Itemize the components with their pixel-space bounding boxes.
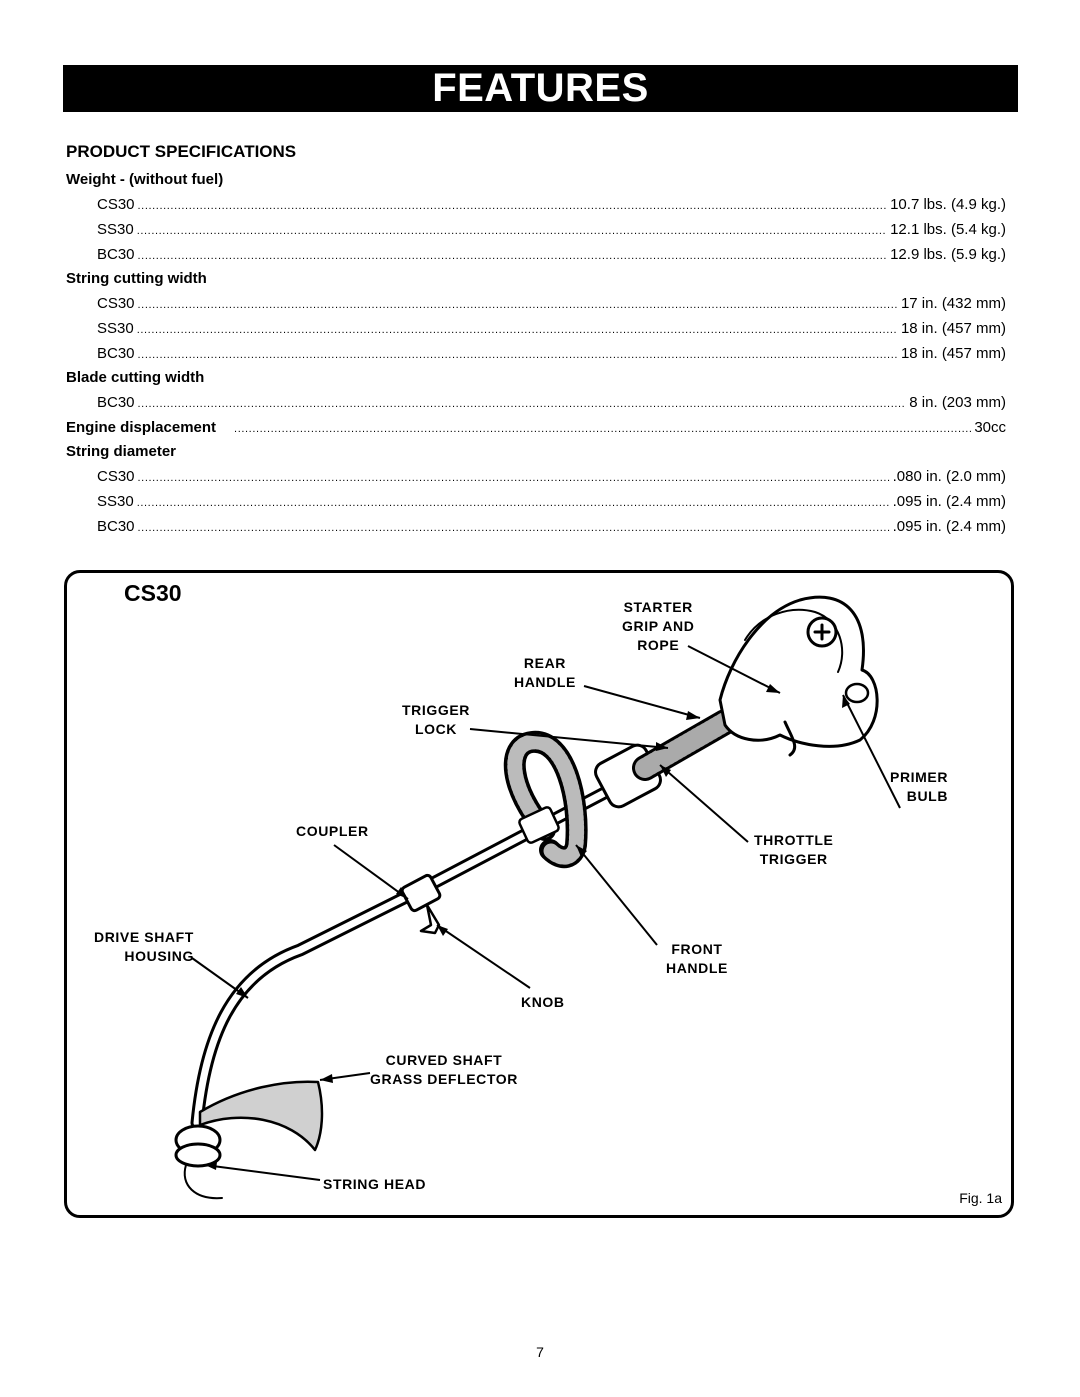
string-cutting-width-label: String cutting width	[66, 270, 207, 287]
model-name: SS30	[97, 320, 134, 337]
spec-value: .095 in. (2.4 mm)	[892, 493, 1006, 510]
model-name: BC30	[97, 345, 135, 362]
spec-row: BC30 12.9 lbs. (5.9 kg.)	[66, 242, 1006, 267]
model-name: CS30	[97, 468, 135, 485]
callout-throttle-trigger: THROTTLE TRIGGER	[754, 832, 834, 867]
callout-curved-shaft-grass-deflector: CURVED SHAFT GRASS DEFLECTOR	[370, 1052, 518, 1087]
weight-label: Weight - (without fuel)	[66, 171, 224, 188]
spec-value: .095 in. (2.4 mm)	[892, 518, 1006, 535]
spec-row: BC30 .095 in. (2.4 mm)	[66, 514, 1006, 539]
string-diameter-label: String diameter	[66, 443, 177, 460]
callout-drive-shaft-housing: DRIVE SHAFT HOUSING	[94, 929, 194, 964]
figure-frame	[64, 570, 1014, 1218]
specifications-heading: PRODUCT SPECIFICATIONS	[66, 142, 297, 161]
spec-value: 10.7 lbs. (4.9 kg.)	[890, 196, 1006, 213]
model-name: SS30	[97, 221, 134, 238]
callout-rear-handle: REAR HANDLE	[514, 655, 576, 690]
engine-displacement-label: Engine displacement	[66, 419, 217, 436]
callout-front-handle: FRONT HANDLE	[666, 941, 728, 976]
callout-coupler: COUPLER	[296, 823, 369, 839]
engine-body	[718, 595, 879, 748]
grass-deflector-part	[198, 1080, 324, 1152]
callout-starter-grip-rope: STARTER GRIP AND ROPE	[622, 599, 695, 653]
spec-value: 18 in. (457 mm)	[900, 320, 1006, 337]
callout-primer-bulb: PRIMER BULB	[890, 769, 949, 804]
spec-row: CS30 17 in. (432 mm)	[66, 291, 1006, 316]
spec-value: 8 in. (203 mm)	[909, 394, 1006, 411]
spec-value: 12.1 lbs. (5.4 kg.)	[890, 221, 1006, 238]
model-name: BC30	[97, 518, 135, 535]
model-name: CS30	[97, 295, 135, 312]
string-trimmer-illustration	[174, 595, 901, 1200]
spec-row: SS30 12.1 lbs. (5.4 kg.)	[66, 217, 1006, 242]
spec-value: 30cc	[974, 419, 1006, 436]
spec-value: .080 in. (2.0 mm)	[892, 468, 1006, 485]
figure-model-label: CS30	[124, 580, 182, 606]
spec-row: SS30 18 in. (457 mm)	[66, 316, 1006, 341]
spec-row-engine: Engine displacement 30cc	[66, 415, 1006, 440]
spec-row: BC30 18 in. (457 mm)	[66, 341, 1006, 366]
page-number: 7	[536, 1344, 544, 1360]
callout-string-head: STRING HEAD	[323, 1176, 427, 1192]
callout-knob: KNOB	[521, 994, 565, 1010]
spec-row: SS30 .095 in. (2.4 mm)	[66, 489, 1006, 514]
model-name: SS30	[97, 493, 134, 510]
model-name: BC30	[97, 246, 135, 263]
knob-part	[419, 903, 441, 935]
callout-trigger-lock: TRIGGER LOCK	[402, 702, 470, 737]
specifications-list: Weight - (without fuel) CS30 10.7 lbs. (4…	[66, 168, 1006, 539]
spec-value: 17 in. (432 mm)	[900, 295, 1006, 312]
figure-caption: Fig. 1a	[959, 1190, 1002, 1206]
primer-bulb-part	[844, 682, 870, 704]
blade-cutting-width-label: Blade cutting width	[66, 369, 205, 386]
spec-row: CS30 10.7 lbs. (4.9 kg.)	[66, 192, 1006, 217]
model-name: CS30	[97, 196, 135, 213]
spec-row: CS30 .080 in. (2.0 mm)	[66, 464, 1006, 489]
model-name: BC30	[97, 394, 135, 411]
spec-value: 12.9 lbs. (5.9 kg.)	[890, 246, 1006, 263]
spec-value: 18 in. (457 mm)	[900, 345, 1006, 362]
page-banner: FEATURES	[63, 65, 1018, 112]
spec-row: BC30 8 in. (203 mm)	[66, 390, 1006, 415]
